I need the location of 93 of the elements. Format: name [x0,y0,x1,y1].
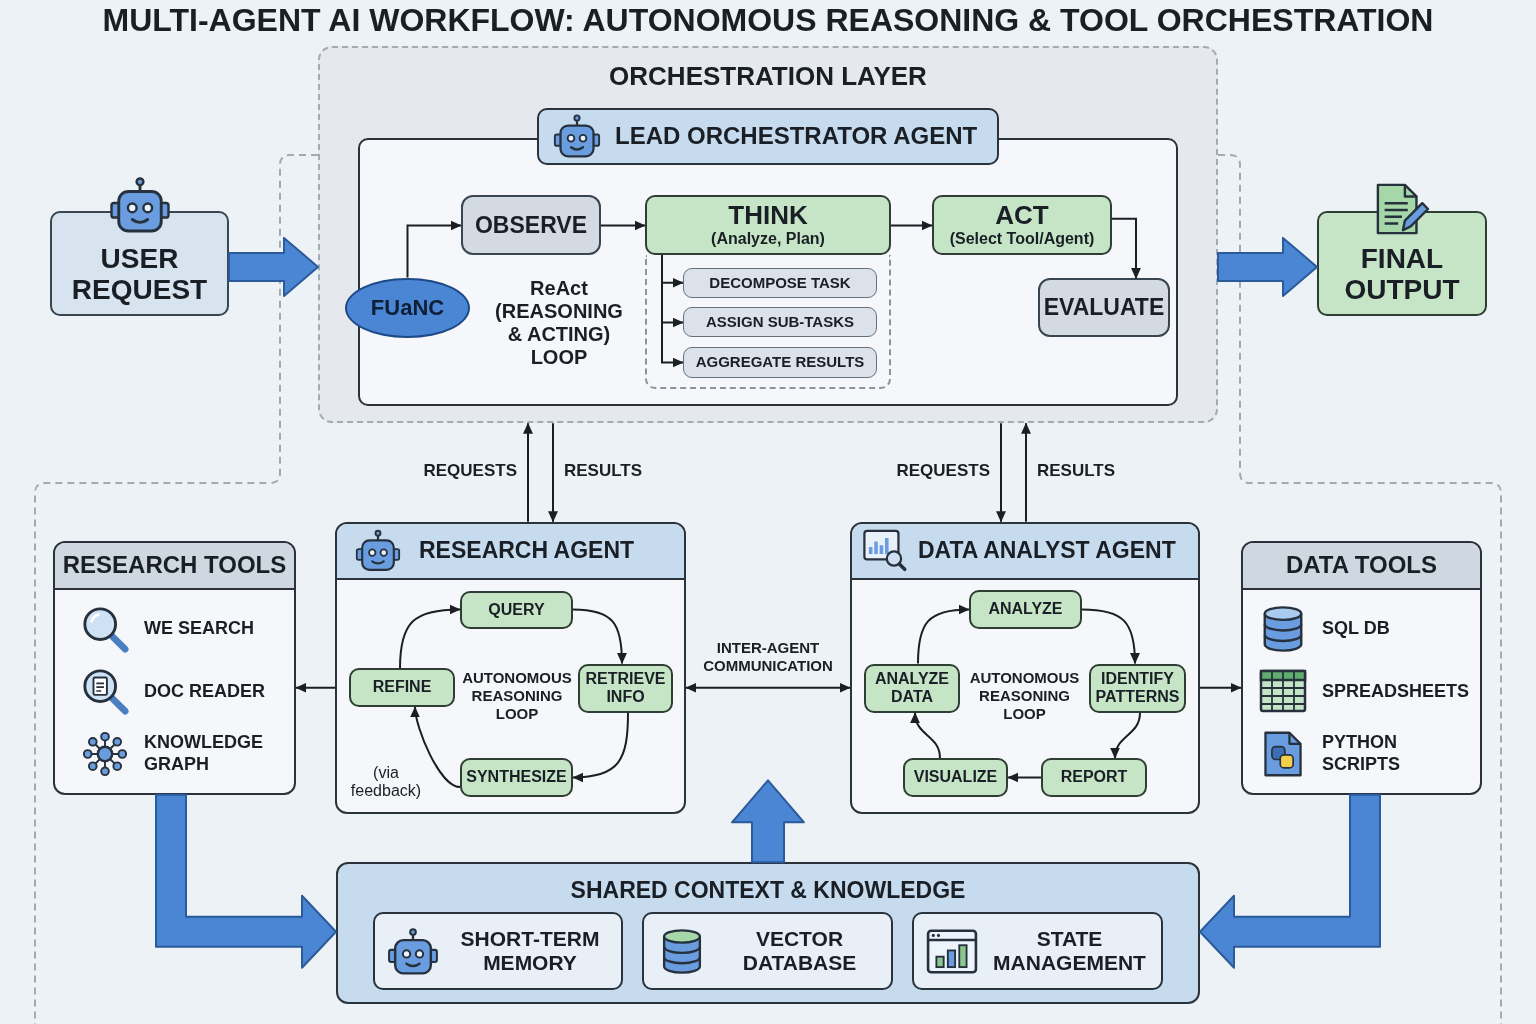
pill-label: ASSIGN SUB-TASKS [705,312,855,333]
context-panel [336,862,1200,1005]
panel-title: SHARED CONTEXT & KNOWLEDGE [570,876,966,905]
loop-step-box [903,758,1008,797]
context-item-box [912,912,1163,990]
tool-name: DOC READER [144,680,265,703]
box-label: FINAL OUTPUT [1344,243,1460,306]
curved-arrow [1081,608,1140,665]
step-title: THINK [728,202,808,230]
curved-arrow [572,608,627,665]
block-arrow [228,236,319,297]
layer-region [318,45,1218,424]
step-title: EVALUATE [1043,295,1165,321]
curved-arrow [1111,711,1141,760]
step-title: ACT [995,202,1049,230]
step-label: ANALYZE DATA [873,669,951,707]
step-label: IDENTIFY PATTERNS [1094,669,1181,707]
step-box [645,195,891,256]
panel-title: RESEARCH AGENT [419,536,635,566]
panel-title: DATA ANALYST AGENT [918,536,1176,566]
tools-panel [53,540,296,795]
loop-step-box [1089,663,1186,713]
arrow [1199,682,1242,693]
arrow [1007,772,1042,783]
tool-name: KNOWLEDGE GRAPH [144,732,264,776]
arrow [523,422,533,523]
loop-step-box [460,591,573,629]
tool-name: SPREADSHEETS [1322,680,1470,703]
context-item-box [642,912,893,990]
loop-step-box [460,758,573,797]
block-arrow [1217,236,1318,297]
arrow [600,220,646,231]
step-title: OBSERVE [474,212,588,239]
step-box [461,195,601,256]
arrow [295,682,336,693]
step-label: QUERY [488,600,545,620]
item-label: VECTOR DATABASE [741,926,858,976]
curved-arrow [399,604,461,670]
pill-label: DECOMPOSE TASK [709,272,851,293]
tools-panel [1241,540,1482,795]
oval-label: FUaNC [370,294,445,323]
tool-name: SQL DB [1322,617,1390,640]
block-arrow [731,779,805,864]
curved-arrow [410,705,461,789]
arrow [406,220,462,279]
pill-label: AGGREGATE RESULTS [695,352,865,373]
curved-arrow [917,604,970,665]
arrow [661,254,684,368]
tool-name: WE SEARCH [144,617,254,640]
arrow [890,220,933,231]
dashed-group-box [645,255,891,390]
box-label: USER REQUEST [71,243,208,306]
step-box [932,195,1112,256]
diagram-title: MULTI-AGENT AI WORKFLOW: AUTONOMOUS REASONING & TOOL ORCHESTRATION [102,1,1434,39]
step-label: ANALYZE [988,600,1063,619]
block-arrow [155,793,337,969]
loop-step-box [578,663,673,713]
context-item-box [373,912,623,990]
loop-step-box [1041,758,1147,797]
tool-name: PYTHON SCRIPTS [1322,732,1401,776]
step-label: SYNTHESIZE [466,768,567,787]
header-title: LEAD ORCHESTRATOR AGENT [615,121,978,152]
agent-panel [335,521,686,815]
loop-step-box [864,663,960,713]
subtask-pill [683,347,877,378]
curved-arrow [911,711,941,760]
step-box [1038,278,1170,338]
step-subtitle: (Select Tool/Agent) [949,229,1095,249]
arrow [548,422,558,523]
loop-caption: ReAct (REASONING & ACTING) LOOP [494,276,624,369]
region-title: ORCHESTRATION LAYER [609,59,927,92]
step-label: REFINE [372,678,432,697]
double-arrow [685,682,851,693]
arrow [1111,217,1141,280]
step-subtitle: (Analyze, Plan) [711,229,825,249]
panel-header: RESEARCH TOOLS [55,542,294,590]
subtask-pill [683,307,877,338]
loop-caption: AUTONOMOUS REASONING LOOP [968,669,1081,724]
curved-arrow [572,711,629,782]
item-label: STATE MANAGEMENT [992,926,1147,976]
agent-panel [850,521,1200,815]
step-label: VISUALIZE [913,768,998,787]
panel-header: DATA TOOLS [1243,542,1480,590]
arrow [1021,422,1031,523]
loop-step-box [969,590,1082,629]
loop-step-box [349,668,455,707]
loop-caption: AUTONOMOUS REASONING LOOP [461,669,573,724]
subtask-pill [683,267,877,298]
step-label: RETRIEVE INFO [584,669,667,707]
item-label: SHORT-TERM MEMORY [459,926,601,976]
arrow [996,422,1006,523]
block-arrow [1199,793,1381,969]
step-label: REPORT [1060,768,1128,787]
